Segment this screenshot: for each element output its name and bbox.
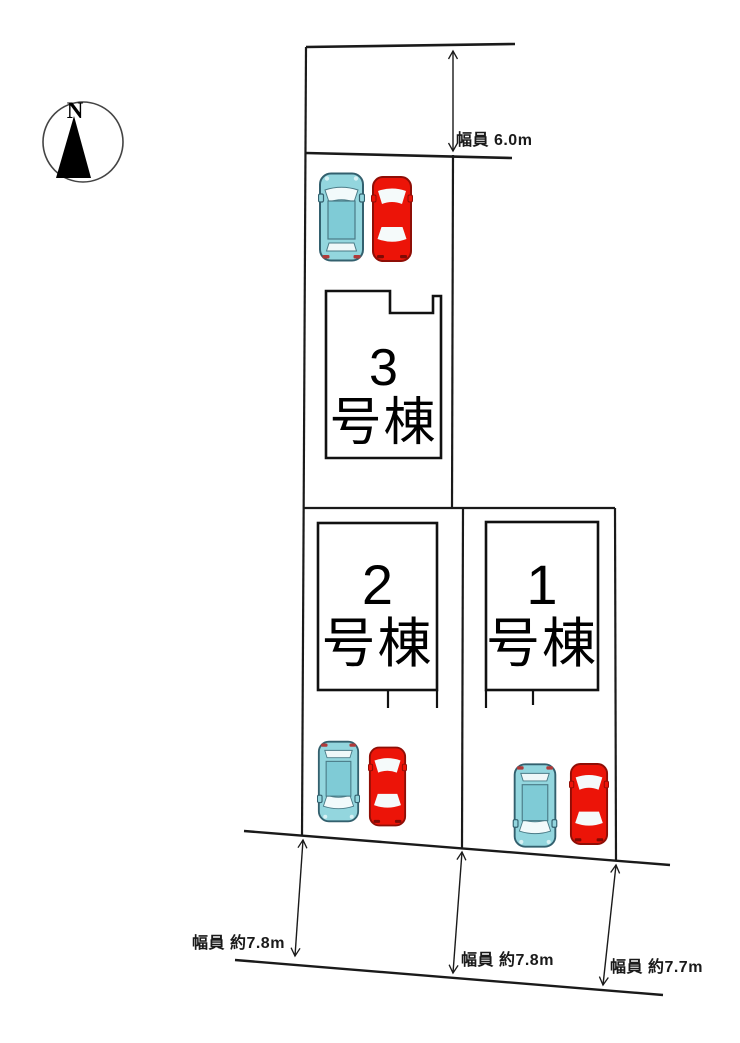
top-road-south-edge xyxy=(305,151,513,160)
building-1-number: 1 xyxy=(526,553,558,616)
bottom-right-road-width-label: 幅員 約7.7m xyxy=(610,959,703,976)
lot1-lot2-divider-line xyxy=(460,507,465,849)
building-2-suffix: 号棟 xyxy=(321,614,434,674)
top-road-north-edge xyxy=(305,42,516,49)
building-1-outline xyxy=(484,520,600,692)
building-2-outline xyxy=(316,521,439,692)
car-teal-lot1 xyxy=(512,763,558,848)
north-compass-icon xyxy=(42,101,124,183)
top-road-width-label: 幅員 6.0m xyxy=(456,132,533,149)
bottom-road-north-edge xyxy=(243,829,671,867)
compass-circle xyxy=(42,101,124,183)
bottom-center-width-arrow xyxy=(448,850,467,975)
compass-north-label: N xyxy=(66,98,84,123)
building-2-entrance-ticks xyxy=(386,690,439,708)
building-2-label: 2 号棟 xyxy=(318,553,437,674)
bottom-road-south-edge xyxy=(234,958,664,997)
bottom-right-width-arrow xyxy=(598,863,621,987)
car-teal-lot3 xyxy=(318,172,365,262)
building-1-suffix: 号棟 xyxy=(486,614,598,674)
building-3-number: 3 xyxy=(369,339,398,397)
west-boundary-line xyxy=(300,46,308,837)
car-teal-lot2 xyxy=(317,740,360,823)
building-1-entrance-ticks xyxy=(484,690,535,708)
car-red-lot2 xyxy=(368,746,407,827)
lot1-east-boundary-line xyxy=(613,507,618,862)
compass-needle xyxy=(56,116,91,178)
bottom-left-road-width-label: 幅員 約7.8m xyxy=(192,935,285,952)
car-red-lot3 xyxy=(371,176,413,262)
bottom-left-width-arrow xyxy=(290,838,308,958)
lot3-east-boundary-line xyxy=(450,154,455,509)
building-2-number: 2 xyxy=(361,553,394,616)
building-3-suffix: 号棟 xyxy=(329,394,438,452)
building-3-outline xyxy=(324,289,443,460)
building-1-label: 1 号棟 xyxy=(486,553,598,674)
building-3-label: 3 号棟 xyxy=(326,340,441,450)
bottom-center-road-width-label: 幅員 約7.8m xyxy=(461,952,554,969)
car-red-lot1 xyxy=(569,763,609,845)
